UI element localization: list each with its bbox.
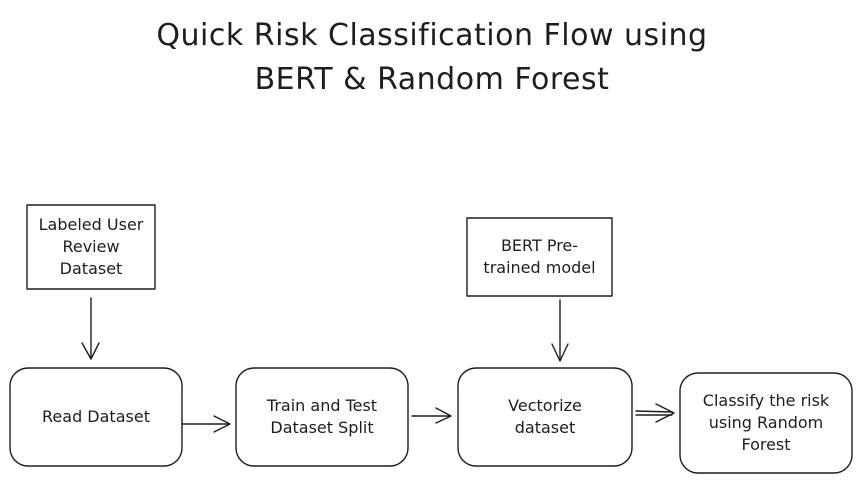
arrow-dataset-to-read xyxy=(81,297,100,360)
dataset-source-label: Labeled User Review Dataset xyxy=(27,205,155,289)
node-text: dataset xyxy=(514,418,576,437)
diagram-title: Quick Risk Classification Flow using BER… xyxy=(0,14,864,102)
arrow-vectorize-to-classify xyxy=(635,403,675,423)
title-line-2: BERT & Random Forest xyxy=(254,62,610,97)
node-text: Labeled User xyxy=(38,215,144,234)
classify-label: Classify the risk using Random Forest xyxy=(680,373,852,473)
bert-model-label: BERT Pre- trained model xyxy=(467,218,612,296)
node-text: BERT Pre- xyxy=(500,236,579,255)
node-text: Review xyxy=(62,237,120,256)
node-text: Dataset xyxy=(59,259,123,278)
title-line-1: Quick Risk Classification Flow using xyxy=(156,18,708,53)
classify-box xyxy=(679,372,853,474)
train-test-split-box xyxy=(235,367,409,467)
arrow-bert-to-vectorize xyxy=(551,299,569,362)
node-text: Vectorize xyxy=(508,396,582,415)
vectorize-box xyxy=(457,367,633,467)
bert-model-box xyxy=(466,217,613,297)
node-text: Classify the risk xyxy=(702,391,830,410)
node-text: trained model xyxy=(483,258,596,277)
read-dataset-label: Read Dataset xyxy=(10,368,182,466)
arrow-read-to-split xyxy=(181,415,231,433)
vectorize-label: Vectorize dataset xyxy=(458,368,632,466)
dataset-source-box xyxy=(26,204,156,290)
node-text: Read Dataset xyxy=(42,407,150,426)
read-dataset-box xyxy=(9,367,183,467)
node-text: Dataset Split xyxy=(270,418,374,437)
train-test-split-label: Train and Test Dataset Split xyxy=(236,368,408,466)
node-text: Forest xyxy=(741,435,791,454)
node-text: using Random xyxy=(708,413,824,432)
arrow-split-to-vectorize xyxy=(411,407,452,424)
node-text: Train and Test xyxy=(266,396,378,415)
